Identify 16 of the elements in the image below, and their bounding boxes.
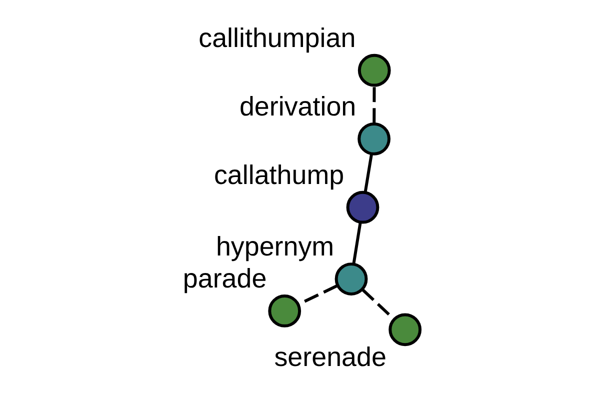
node-label: hypernym [216,232,334,262]
connector [364,154,374,192]
connector [298,284,338,306]
node-circle [346,190,380,224]
node-circle [388,313,422,346]
connector [372,86,376,124]
connector [352,222,362,264]
node-label: parade [182,264,267,294]
node-circle [334,262,368,296]
node-circle [358,54,391,87]
node-circle [358,122,390,156]
node-circle [268,294,302,328]
node-label: callithumpian [198,23,356,54]
node-label: derivation [239,92,356,122]
node-label: serenade [274,342,386,372]
node-label: callathump [214,160,344,190]
